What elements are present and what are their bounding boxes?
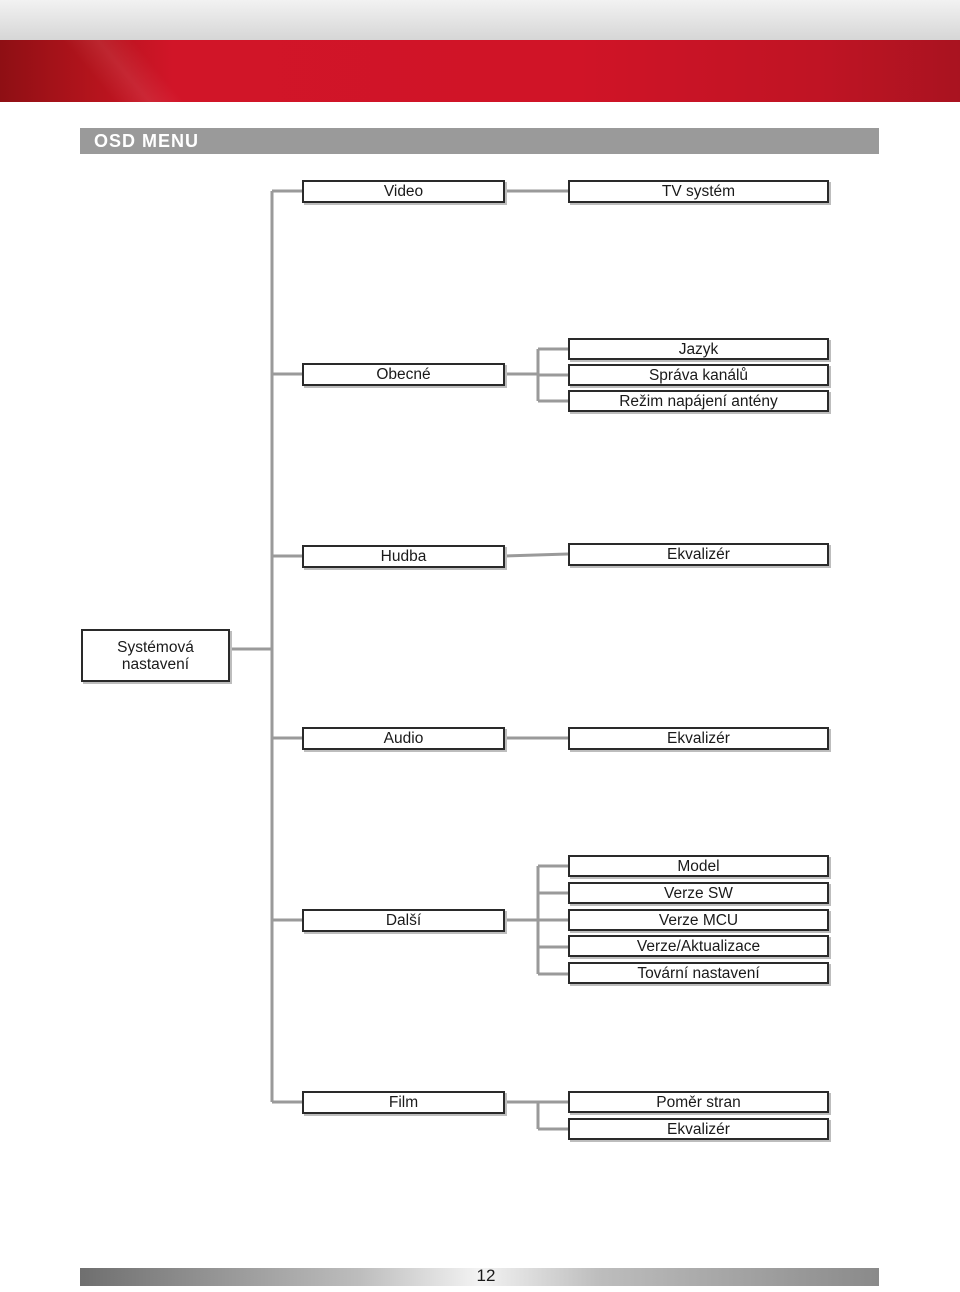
header-red-band [0, 40, 960, 102]
menu-node-audio: Audio [302, 727, 505, 750]
menu-label: Hudba [380, 548, 427, 565]
menu-label: Video [383, 183, 424, 200]
menu-label: Obecné [376, 366, 431, 383]
menu-node-film: Film [302, 1091, 505, 1114]
submenu-label: Verze SW [664, 884, 733, 902]
submenu-label: Správa kanálů [648, 366, 749, 384]
submenu-label: Ekvalizér [667, 1120, 730, 1138]
menu-label: Film [388, 1094, 419, 1111]
footer-bar [80, 1268, 879, 1286]
page-number: 12 [476, 1266, 496, 1285]
submenu-item-ekvalizer-audio: Ekvalizér [568, 727, 829, 750]
submenu-item-jazyk: Jazyk [568, 338, 829, 360]
submenu-label: Režim napájení antény [619, 392, 778, 410]
root-node-system-settings: Systémová nastavení [81, 629, 230, 682]
submenu-item-verze-sw: Verze SW [568, 882, 829, 904]
menu-node-hudba: Hudba [302, 545, 505, 568]
submenu-label: TV systém [661, 183, 736, 200]
submenu-label: Poměr stran [656, 1093, 741, 1111]
submenu-item-tovarni-nastaveni: Tovární nastavení [568, 962, 829, 984]
submenu-item-ekvalizer-hudba: Ekvalizér [568, 543, 829, 566]
menu-node-dalsi: Další [302, 909, 505, 932]
submenu-item-verze-mcu: Verze MCU [568, 909, 829, 931]
submenu-item-pomer-stran: Poměr stran [568, 1091, 829, 1113]
submenu-item-ekvalizer-film: Ekvalizér [568, 1118, 829, 1140]
submenu-item-tv-system: TV systém [568, 180, 829, 203]
menu-node-obecne: Obecné [302, 363, 505, 386]
submenu-label: Verze/Aktualizace [636, 937, 761, 955]
submenu-label: Model [677, 857, 720, 875]
section-header: OSD MENU [80, 128, 879, 154]
submenu-item-verze-aktualizace: Verze/Aktualizace [568, 935, 829, 957]
menu-label: Audio [383, 730, 424, 747]
root-label-line2: nastavení [121, 655, 190, 673]
submenu-label: Verze MCU [658, 911, 739, 929]
submenu-item-model: Model [568, 855, 829, 877]
menu-node-video: Video [302, 180, 505, 203]
section-title: OSD MENU [94, 131, 200, 151]
root-label-line1: Systémová [117, 638, 194, 656]
submenu-label: Tovární nastavení [637, 964, 760, 982]
submenu-label: Jazyk [678, 340, 719, 358]
menu-label: Další [385, 912, 422, 929]
submenu-item-rezim-napajeni-anteny: Režim napájení antény [568, 390, 829, 412]
submenu-item-sprava-kanalu: Správa kanálů [568, 364, 829, 386]
submenu-label: Ekvalizér [667, 730, 730, 747]
submenu-label: Ekvalizér [667, 546, 730, 563]
header-top-band [0, 0, 960, 40]
